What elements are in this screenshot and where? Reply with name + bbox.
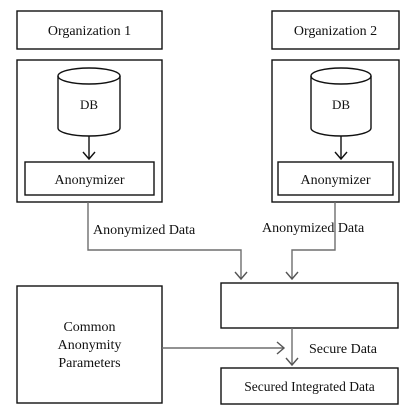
- org1-to-integrator-connector: [87, 202, 242, 279]
- database-1-icon: DB: [57, 67, 121, 137]
- anonymized-data-left-label: Anonymized Data: [93, 223, 196, 238]
- org2-to-integrator-connector: [291, 202, 336, 279]
- anonymized-data-right-label: Anonymized Data: [262, 221, 365, 236]
- anonymizer-1-box: [24, 161, 155, 196]
- common-anonymity-parameters-box: Common Anonymity Parameters: [16, 285, 163, 404]
- secure-data-label: Secure Data: [309, 342, 378, 357]
- anonymizer-2-box: [277, 161, 394, 196]
- org2-connector-arrowhead: [285, 271, 299, 281]
- database-2-label: DB: [332, 97, 350, 112]
- secured-integrated-data-label: Secured Integrated Data: [244, 379, 374, 394]
- organization-2-container: DB Anonymizer: [271, 59, 400, 203]
- secure-data-arrowhead: [285, 357, 299, 367]
- integration-box: [220, 282, 399, 329]
- organization-2-box: Organization 2: [271, 10, 400, 50]
- common-params-line-1: Common: [63, 320, 115, 335]
- database-1-label: DB: [80, 97, 98, 112]
- db2-arrowhead: [334, 151, 348, 161]
- organization-2-label: Organization 2: [294, 24, 377, 39]
- organization-1-container: DB Anonymizer: [16, 59, 163, 203]
- db1-arrowhead: [82, 151, 96, 161]
- secured-integrated-data-box: Secured Integrated Data: [220, 367, 399, 405]
- common-params-line-2: Anonymity: [58, 338, 122, 353]
- org1-connector-arrowhead: [234, 271, 248, 281]
- organization-1-box: Organization 1: [16, 10, 163, 50]
- anonymizer-1-label: Anonymizer: [55, 173, 125, 188]
- anonymizer-2-label: Anonymizer: [301, 173, 371, 188]
- common-params-line-3: Parameters: [58, 356, 120, 371]
- organization-1-label: Organization 1: [48, 24, 131, 39]
- parameters-arrowhead: [276, 341, 286, 355]
- database-2-icon: DB: [310, 67, 372, 137]
